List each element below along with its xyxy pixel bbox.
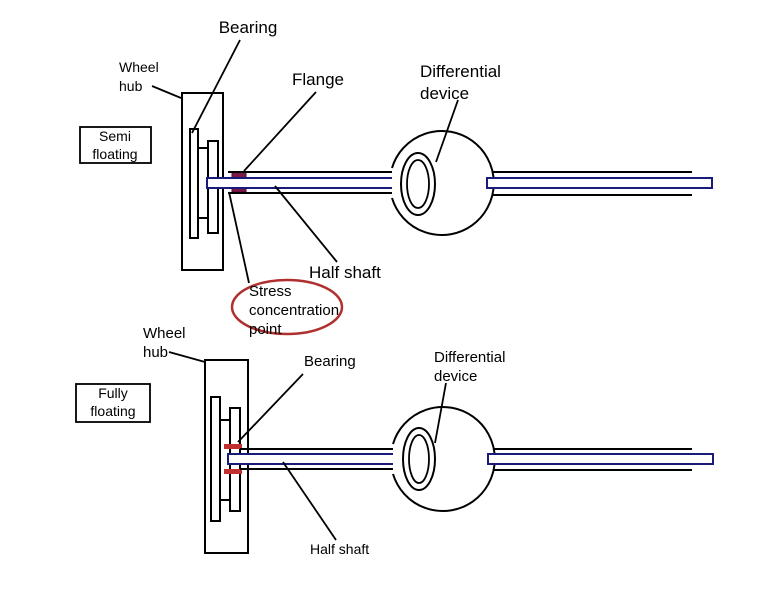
- semi-half-shaft: [206, 177, 406, 189]
- semi-flange-label: Flange: [292, 70, 344, 89]
- fully-differential-label-line1: Differential: [434, 349, 505, 366]
- semi-differential-gear-outer: [400, 152, 436, 216]
- semi-half-shaft-label: Half shaft: [309, 263, 381, 282]
- semi-bearing-label: Bearing: [219, 18, 278, 37]
- semi-floating-badge-line1: Semi: [99, 128, 131, 144]
- semi-differential-label-line1: Differential: [420, 62, 501, 81]
- fully-half-shaft: [227, 453, 406, 465]
- fully-floating-badge-line2: floating: [90, 403, 135, 419]
- fully-bearing-leader: [237, 373, 304, 443]
- semi-differential-gear-inner: [406, 159, 430, 209]
- fully-differential-gear-inner: [408, 434, 430, 484]
- fully-bearing-label: Bearing: [304, 353, 356, 370]
- semi-floating-badge-box: [79, 126, 152, 164]
- semi-floating-badge-line2: floating: [92, 146, 137, 162]
- stress-point-label-line2: concentration: [249, 302, 339, 319]
- fully-bearing-accent-top: [224, 444, 242, 449]
- stress-point-label-line3: point: [249, 321, 282, 338]
- fully-differential-label-line2: device: [434, 368, 477, 385]
- stress-concentration-circle: [230, 278, 344, 336]
- fully-floating-badge-line1: Fully: [98, 385, 128, 401]
- fully-wheel-hub-label-line1: Wheel: [143, 325, 186, 342]
- semi-half-shaft-leader: [274, 185, 338, 263]
- semi-right-half-shaft: [486, 177, 713, 189]
- fully-wheel-hub-leader: [168, 351, 206, 363]
- semi-flange-leader: [243, 91, 317, 172]
- fully-bearing-accent-bottom: [224, 469, 242, 474]
- fully-differential-leader: [434, 382, 447, 444]
- semi-wheel-hub-label-line1: Wheel: [119, 59, 159, 75]
- fully-half-shaft-label: Half shaft: [310, 541, 369, 557]
- fully-floating-badge-box: [75, 383, 151, 423]
- fully-differential-gear-outer: [402, 427, 436, 491]
- semi-wheel-hub-label-line2: hub: [119, 78, 143, 94]
- semi-bearing-leader: [191, 39, 241, 134]
- fully-floating-assembly: Fully floating Bearing Wheel hub Differe…: [75, 325, 714, 557]
- fully-half-shaft-leader: [282, 461, 337, 541]
- semi-differential-leader: [435, 99, 459, 163]
- stress-point-leader: [228, 191, 250, 284]
- fully-wheel-hub-label-line2: hub: [143, 344, 168, 361]
- semi-differential-label-line2: device: [420, 84, 469, 103]
- semi-floating-assembly: Semi floating Bearing Flange Wh: [79, 18, 713, 338]
- semi-wheel-hub-leader: [151, 85, 182, 99]
- stress-point-label-line1: Stress: [249, 283, 292, 300]
- fully-right-half-shaft: [487, 453, 714, 465]
- semi-hub-inner-plate: [189, 128, 199, 239]
- fully-hub-inner-plate: [210, 396, 221, 522]
